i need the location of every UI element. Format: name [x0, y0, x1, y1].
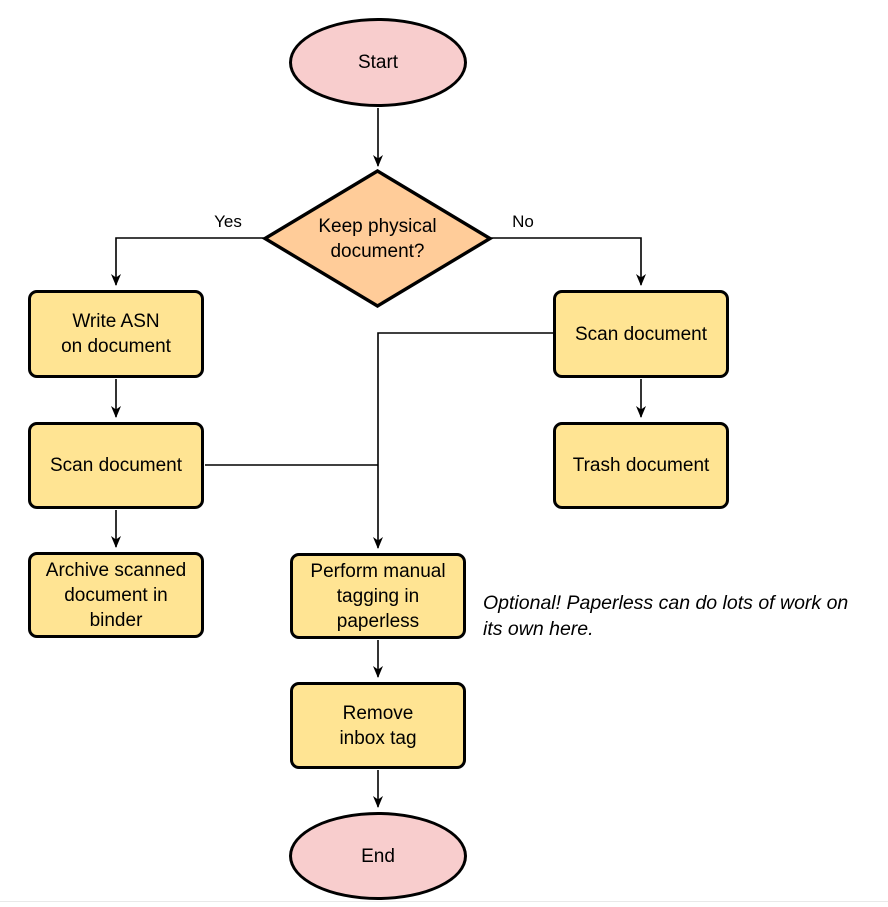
edge-decision-no-to-scan-right	[490, 237, 646, 286]
node-scan-document-right: Scan document	[553, 290, 729, 378]
edge-decision-yes-to-write-asn	[111, 237, 265, 286]
node-scan-document-right-label: Scan document	[574, 323, 708, 345]
node-start-label: Start	[357, 52, 399, 73]
node-end-label: End	[361, 845, 395, 867]
node-trash-document: Trash document	[553, 422, 729, 509]
node-remove-inbox-tag-label: Remove inbox tag	[339, 702, 417, 749]
node-trash-document-label: Trash document	[572, 455, 710, 476]
node-archive-binder-label: Archive scanned document in binder	[45, 559, 187, 631]
decision-diamond-shape	[261, 169, 494, 308]
edge-scan-right-to-tagging	[373, 332, 553, 549]
node-manual-tagging: Perform manual tagging in paperless	[290, 553, 466, 639]
annotation-optional-note: Optional! Paperless can do lots of work …	[483, 592, 849, 640]
node-start: Start	[289, 18, 467, 107]
node-remove-inbox-tag: Remove inbox tag	[290, 682, 466, 769]
edge-label-yes: Yes	[214, 212, 242, 231]
node-write-asn-label: Write ASN on document	[61, 311, 171, 357]
page-bottom-divider	[0, 901, 888, 902]
edge-label-no: No	[512, 212, 534, 231]
node-archive-binder: Archive scanned document in binder	[28, 552, 204, 638]
node-scan-document-left: Scan document	[28, 422, 204, 509]
node-write-asn: Write ASN on document	[28, 290, 204, 378]
node-scan-document-left-label: Scan document	[49, 455, 183, 476]
node-manual-tagging-label: Perform manual tagging in paperless	[310, 560, 446, 632]
node-decision-label: Keep physical document?	[318, 215, 437, 262]
node-end: End	[289, 812, 467, 900]
